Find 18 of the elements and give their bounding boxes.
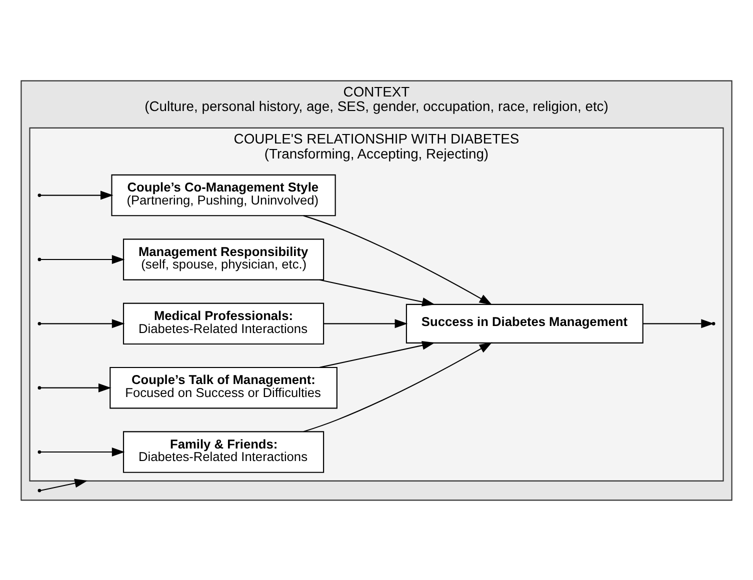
- arrow: [40, 447, 125, 456]
- arrow: [320, 340, 435, 368]
- node-box: Success in Diabetes Management: [406, 303, 644, 343]
- arrow: [303, 214, 492, 305]
- arrow: [320, 278, 435, 306]
- arrow: [40, 478, 88, 491]
- node-box: Family & Friends: Diabetes-Related Interactions: [122, 430, 324, 472]
- arrow: [40, 254, 125, 264]
- arrow: [40, 318, 125, 328]
- node-box: Management Responsibility (self, spouse, physician, etc.): [122, 238, 324, 280]
- node-box: Couple’s Talk of Management: Focused on Success or Difficulties: [110, 366, 338, 408]
- node-box: Couple’s Co-Management Style (Partnering, Pushing, Uninvolved): [111, 174, 336, 216]
- arrow: [303, 342, 492, 432]
- arrow: [40, 382, 112, 392]
- arrow: [40, 190, 114, 200]
- arrow: [642, 318, 714, 328]
- node-box: Medical Professionals: Diabetes-Related Interactions: [122, 302, 324, 344]
- arrow: [324, 318, 408, 328]
